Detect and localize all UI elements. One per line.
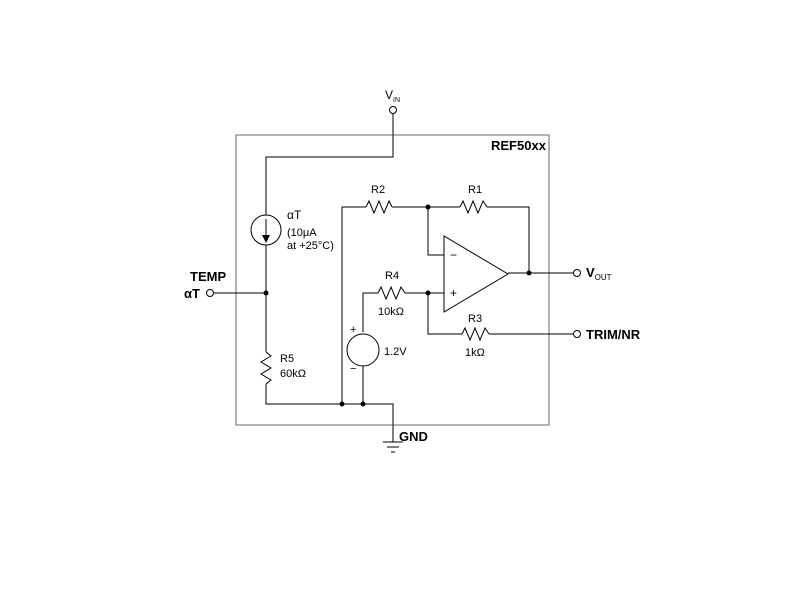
r5-value: 60kΩ [280,368,306,380]
trim-label: TRIM/NR [586,327,641,342]
r4-value: 10kΩ [378,306,404,318]
r1-resistor [459,199,488,215]
current-source-name: αT [287,208,302,222]
r5-name: R5 [280,353,294,365]
svg-text:VIN: VIN [385,88,400,104]
vsource-minus: − [350,363,356,375]
inverting-input-wire [427,207,444,256]
current-source-line1: (10μA [287,227,317,239]
r3-name: R3 [468,313,482,325]
r3-value: 1kΩ [465,347,485,359]
r3-left-wire [427,293,462,335]
r1-name: R1 [468,184,482,196]
vin-pin: VIN [385,88,400,114]
temp-label: TEMP [190,269,226,284]
gnd-label: GND [399,429,428,444]
current-source-line2: at +25°C) [287,240,334,252]
vsource-value: 1.2V [384,346,407,358]
r4-left-wire [362,292,378,332]
vin-wire [265,114,394,215]
r4-name: R4 [385,270,399,282]
r3-resistor [461,326,490,342]
temp-sub-label: αT [184,286,200,301]
current-source [250,214,282,246]
opamp [443,235,509,313]
r4-resistor [377,285,406,301]
r2-name: R2 [371,184,385,196]
r2-resistor [365,199,393,215]
vout-pin [573,269,581,277]
r2-left-wire [341,206,366,404]
bottom-rail-wire [265,384,394,432]
r1-right-wire [487,206,530,273]
opamp-minus: − [450,248,457,262]
output-junction [526,270,532,276]
temp-junction [263,290,269,296]
voltage-source [346,333,380,367]
r5-resistor [260,351,272,385]
vout-label: VOUT [586,265,612,282]
vsource-plus: + [350,324,356,336]
trim-pin [573,330,581,338]
opamp-plus: + [450,286,457,300]
part-label: REF50xx [491,138,547,153]
temp-pin [206,289,214,297]
